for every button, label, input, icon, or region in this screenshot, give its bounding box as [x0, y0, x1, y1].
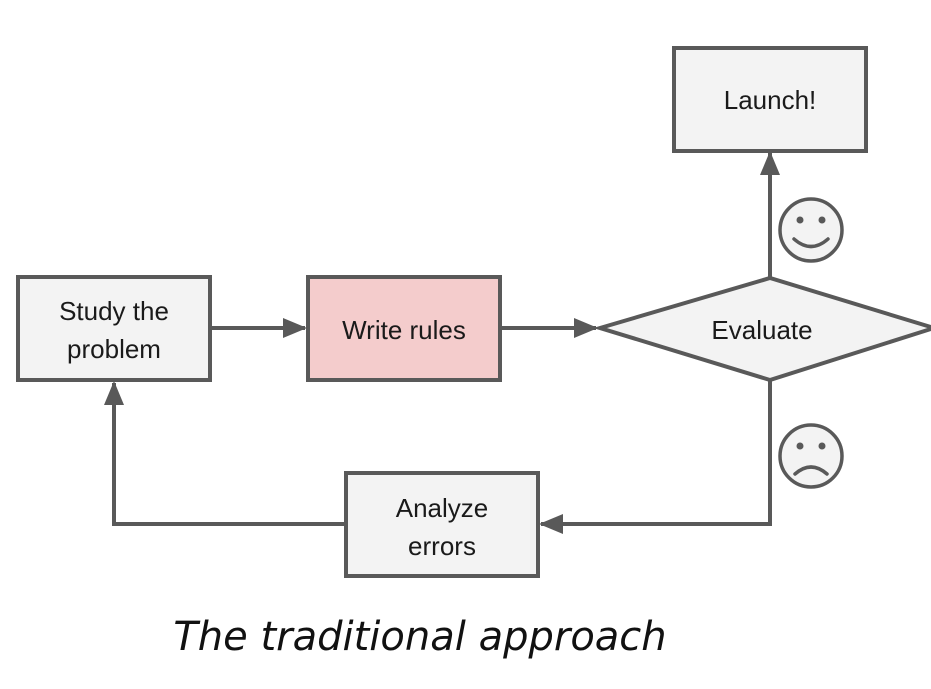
node-study-the-problem: Study the problem	[16, 275, 212, 382]
node-evaluate-label: Evaluate	[711, 315, 812, 345]
node-write-rules: Write rules	[306, 275, 502, 382]
node-analyze-label-line2: errors	[408, 531, 476, 561]
node-analyze-errors: Analyze errors	[344, 471, 540, 578]
smiling-face-icon	[778, 197, 844, 263]
frowning-face-icon	[778, 423, 844, 489]
node-evaluate: Evaluate	[593, 275, 931, 383]
arrow-analyze-to-study	[104, 381, 346, 526]
node-launch: Launch!	[672, 46, 868, 153]
diagram-caption: The traditional approach	[173, 614, 667, 660]
node-write-label: Write rules	[342, 315, 466, 345]
node-study-label-line1: Study the	[59, 296, 169, 326]
arrow-evaluate-to-analyze	[539, 380, 772, 534]
node-launch-label: Launch!	[724, 85, 817, 115]
node-analyze-label-line1: Analyze	[396, 493, 489, 523]
node-study-label-line2: problem	[67, 334, 161, 364]
